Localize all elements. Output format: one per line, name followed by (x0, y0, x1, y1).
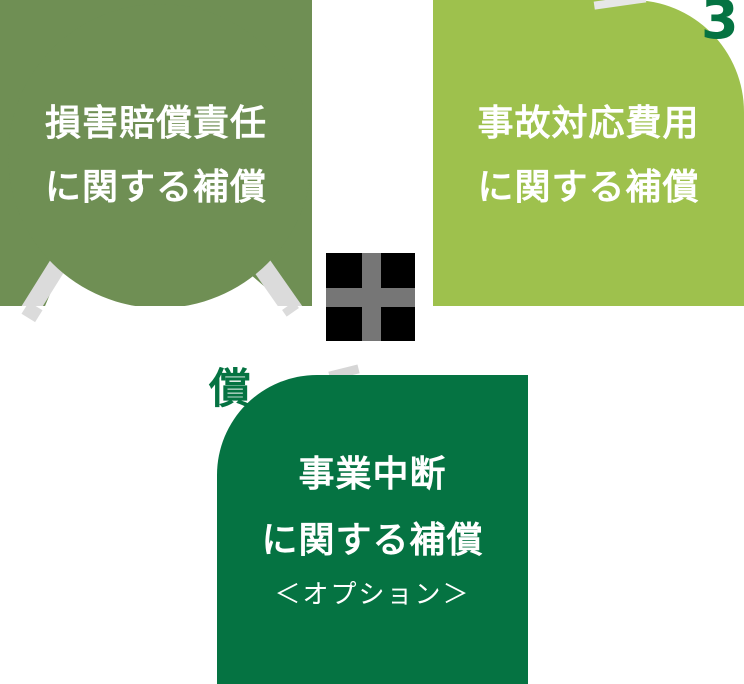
heading-fragment-number: 3 (701, 0, 739, 51)
card-business-interruption-coverage: 事業中断 に関する補償 ＜オプション＞ (217, 375, 528, 684)
heading-fragment-kanji: 償 (209, 364, 252, 413)
card-title-line: 事業中断 (298, 454, 447, 495)
plus-horizontal-bar (326, 288, 415, 307)
card-title: 事業中断 に関する補償 ＜オプション＞ (217, 375, 528, 612)
card-accident-response-coverage: 事故対応費用 に関する補償 (433, 0, 744, 306)
plus-icon (326, 253, 415, 341)
card-option-note: ＜オプション＞ (274, 580, 471, 610)
card-title-line: に関する補償 (477, 167, 700, 208)
card-title-line: 損害賠償責任 (44, 103, 267, 144)
card-title: 損害賠償責任 に関する補償 (0, 0, 312, 220)
card-title-line: に関する補償 (261, 520, 484, 561)
badge-circle (8, 4, 312, 306)
card-title-line: に関する補償 (44, 167, 267, 208)
card-title: 事故対応費用 に関する補償 (433, 0, 744, 220)
card-liability-coverage: 損害賠償責任 に関する補償 (0, 0, 312, 306)
card-title-line: 事故対応費用 (477, 103, 700, 144)
